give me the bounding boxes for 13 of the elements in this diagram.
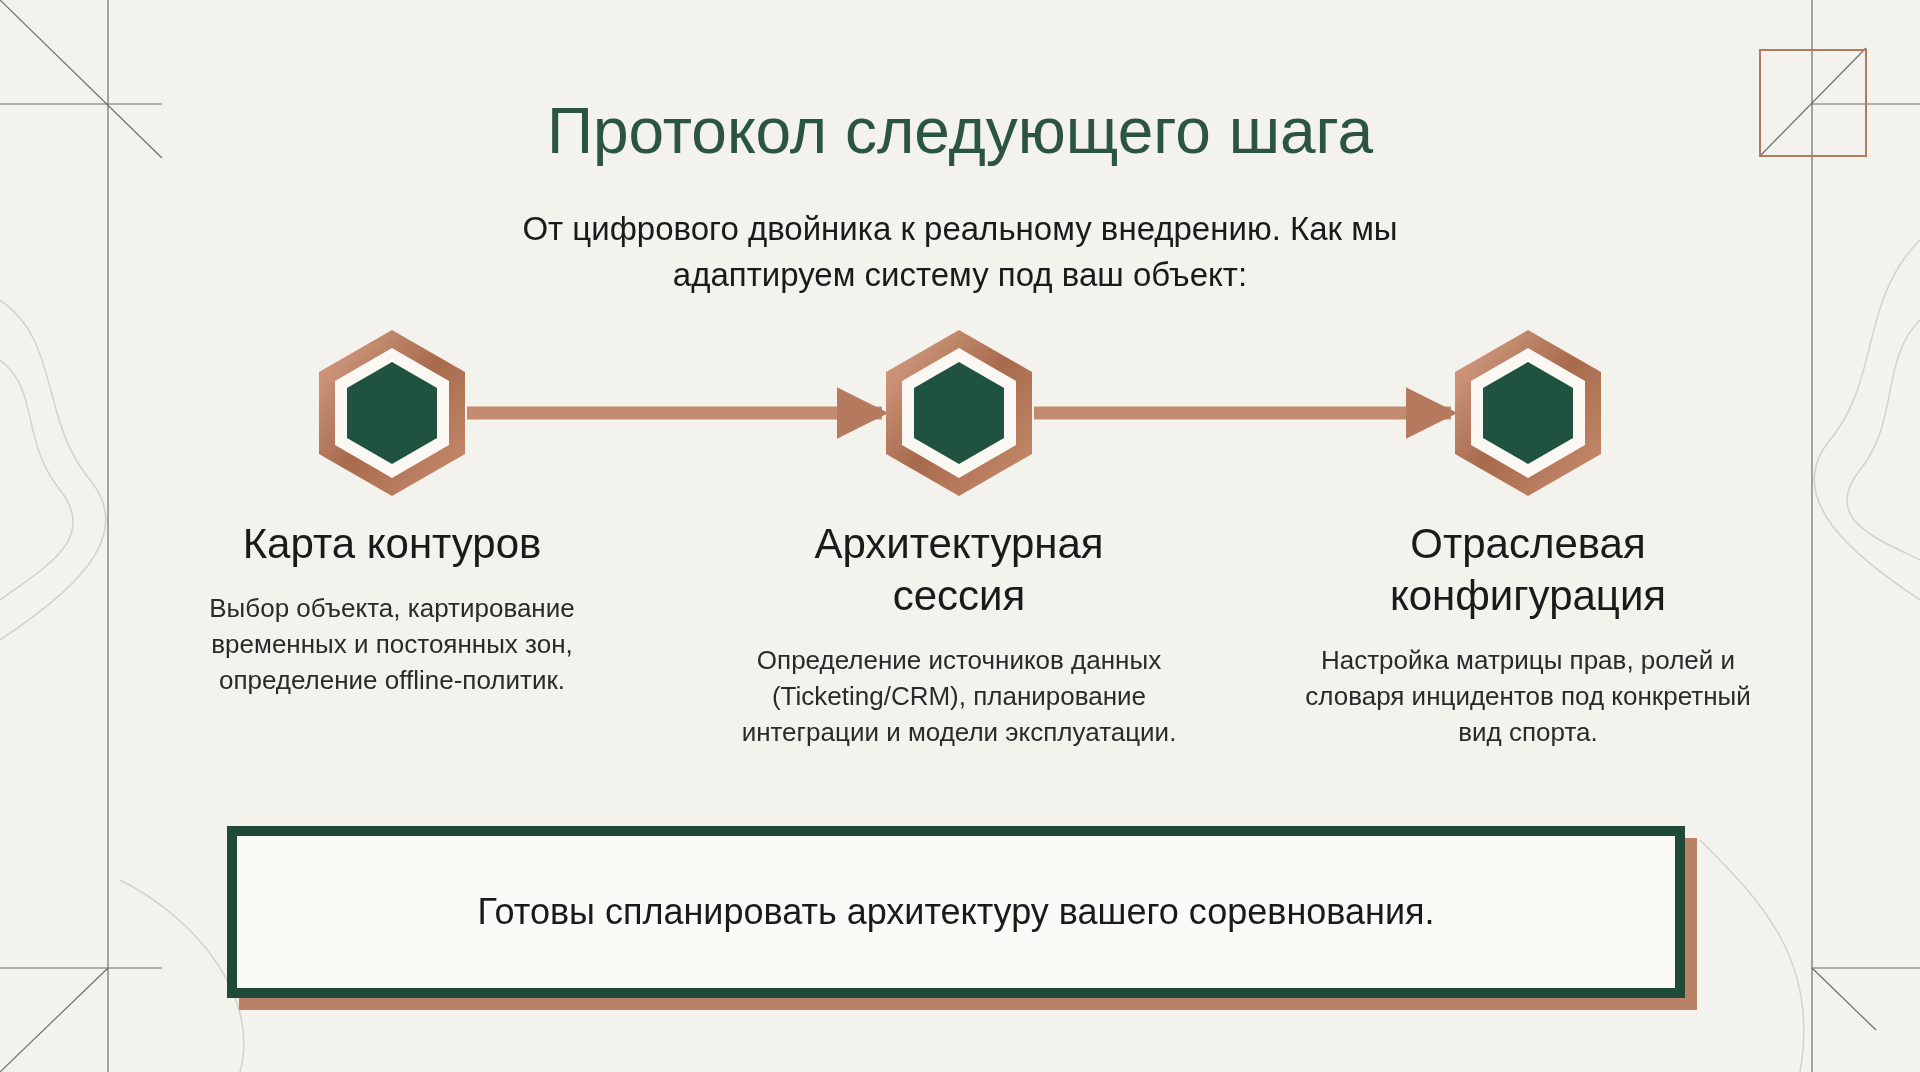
hexagon-node (1453, 328, 1603, 498)
hexagon-node (884, 328, 1034, 498)
step-title: Архитектурная сессия (813, 519, 1105, 621)
step-title: Отраслевая конфигурация (1388, 519, 1668, 621)
callout-text: Готовы спланировать архитектуру вашего соревнования. (476, 890, 1436, 934)
subtitle: От цифрового двойника к реальному внедрению. Как мы адаптируем систему под ваш объект: (521, 209, 1399, 295)
step-description: Выбор объекта, картирование временных и постоянных зон, определение offline-политик. (208, 592, 576, 697)
callout-box (227, 826, 1685, 998)
title: Протокол следующего шага (545, 94, 1375, 169)
hexagon-node (317, 328, 467, 498)
step-description: Определение источников данных (Ticketing/CRM), планирование интеграции и модели эксплуатации. (740, 644, 1178, 749)
step-description: Настройка матрицы прав, ролей и словаря инцидентов под конкретный вид спорта. (1304, 644, 1752, 749)
step-title: Карта контуров (241, 519, 543, 569)
